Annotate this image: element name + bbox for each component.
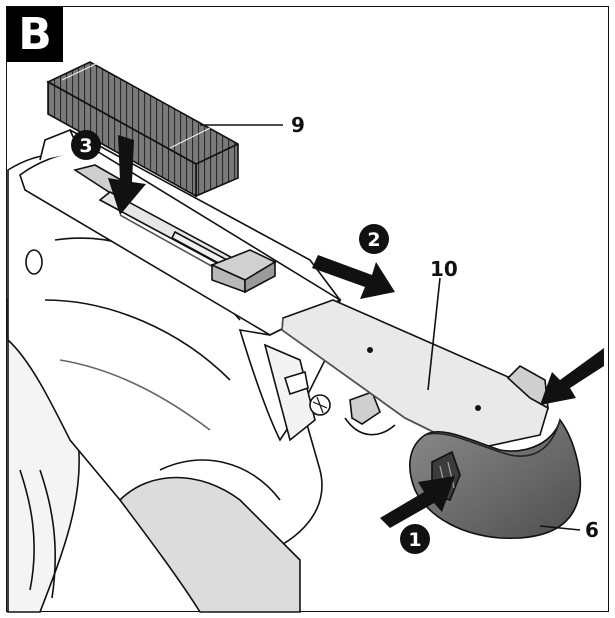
step-number-two: 2 (367, 229, 380, 251)
arrow-push-slide (312, 255, 395, 299)
callout-slide-label: 10 (430, 257, 458, 281)
step-circle-three: 3 (71, 130, 101, 160)
magazine-slide (281, 299, 549, 451)
step-circle-one: 1 (400, 524, 430, 554)
figure-frame (6, 6, 609, 612)
arrow-insert-staples (108, 135, 146, 215)
step-number-three: 3 (79, 135, 92, 157)
leader-cap (539, 525, 581, 531)
callout-cap-label: 6 (585, 518, 599, 542)
arrow-press-right (540, 348, 604, 405)
step-number-one: 1 (408, 529, 421, 551)
step-circle-two: 2 (359, 224, 389, 254)
arrow-press-left (380, 476, 455, 528)
tool-top (19, 128, 396, 442)
leader-slide (427, 277, 441, 391)
callout-leaders (200, 124, 581, 531)
figure-badge: B (7, 7, 63, 62)
end-cap (409, 418, 582, 540)
callout-staples-label: 9 (291, 113, 305, 137)
